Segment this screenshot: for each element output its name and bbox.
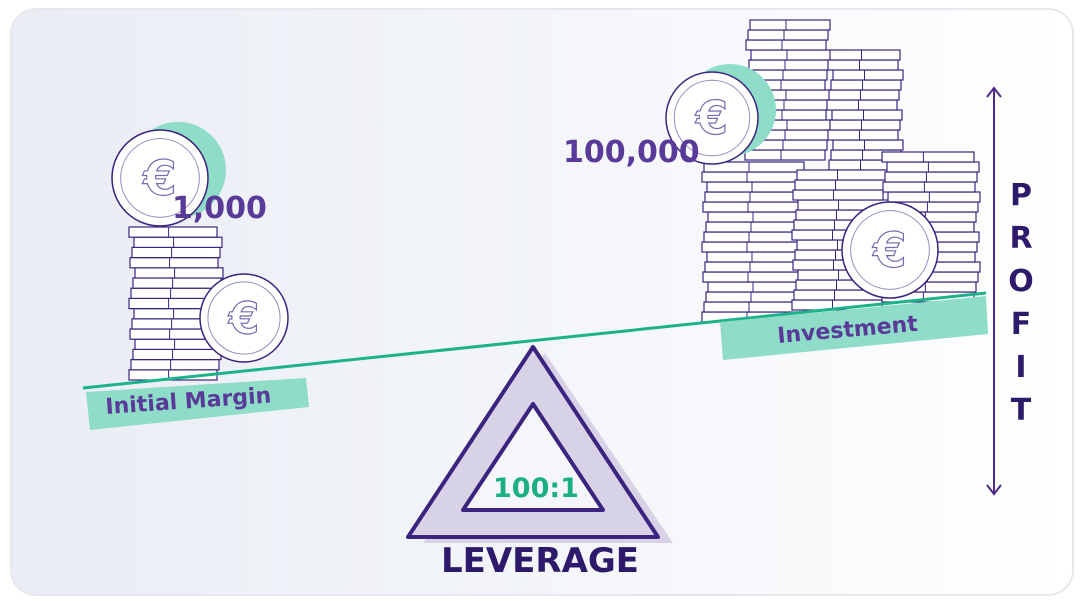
- initial-margin-label-box: [86, 378, 309, 430]
- profit-letter: P: [1010, 178, 1032, 213]
- profit-letter: I: [1015, 350, 1026, 385]
- leverage-ratio: 100:1: [493, 473, 579, 504]
- profit-letter: F: [1011, 307, 1032, 342]
- svg-text:€: €: [872, 223, 906, 279]
- euro-coin-icon: €: [199, 273, 289, 363]
- double-arrow-icon: [986, 86, 1002, 496]
- profit-letter: R: [1009, 221, 1032, 256]
- coin-stack-icon: [744, 19, 832, 161]
- svg-text:€: €: [695, 91, 728, 145]
- profit-letter: T: [1011, 393, 1032, 428]
- euro-coin-icon: €: [665, 64, 776, 165]
- profit-letter: O: [1008, 264, 1034, 299]
- euro-coin-icon: €: [111, 122, 226, 227]
- balance-beam: [82, 291, 987, 390]
- coin-stack-icon: [128, 226, 224, 381]
- investment-label-box: [720, 296, 988, 360]
- coin-stack-icon: [701, 161, 809, 323]
- svg-text:€: €: [228, 293, 260, 344]
- euro-coin-icon: €: [841, 201, 939, 299]
- fulcrum-triangle: [406, 345, 673, 543]
- coins: € € € €: [111, 64, 939, 363]
- coin-stacks: [128, 19, 981, 381]
- investment-amount: 100,000: [563, 135, 700, 170]
- leverage-label: LEVERAGE: [441, 541, 639, 581]
- svg-text:€: €: [142, 151, 176, 207]
- initial-margin-amount: 1,000: [172, 191, 267, 226]
